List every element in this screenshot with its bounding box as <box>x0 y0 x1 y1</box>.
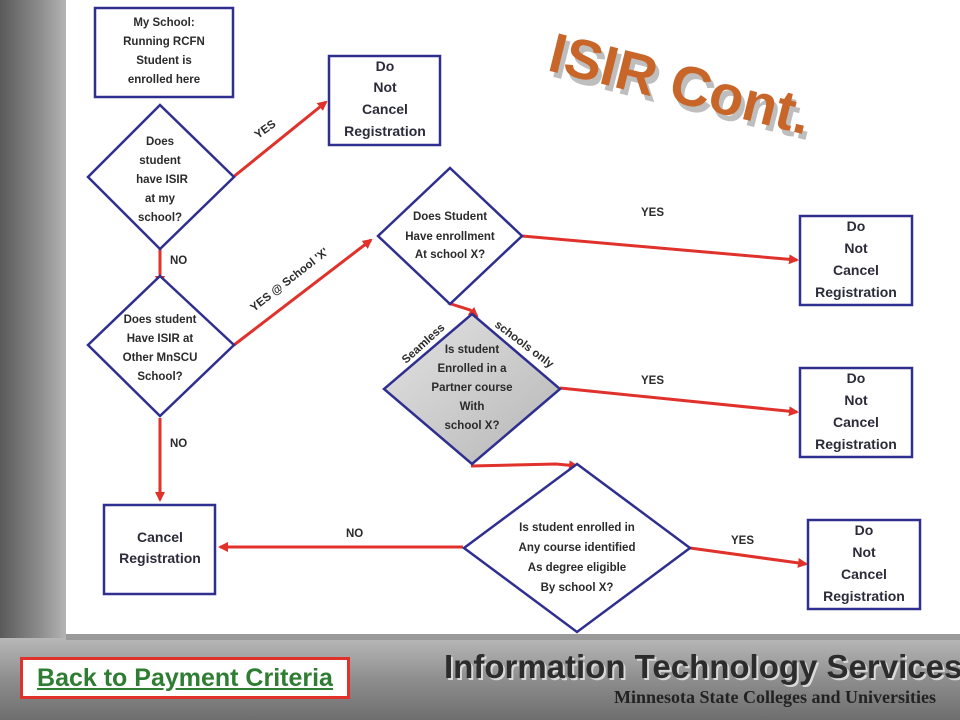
node-start-line2: Running RCFN <box>123 36 205 48</box>
arrow-q3-no <box>447 301 479 318</box>
arrow-q4-yes <box>559 386 799 417</box>
node-start-line4: enrolled here <box>128 74 200 86</box>
arrow-q3-yes <box>521 234 799 265</box>
node-q2-decision: Does student Have ISIR at Other MnSCU Sc… <box>86 274 236 418</box>
node-dnc3-line2: Not <box>844 392 868 408</box>
node-cancel-registration: Cancel Registration <box>102 503 217 596</box>
node-q4-line4: With <box>460 401 485 413</box>
node-q5-line4: By school X? <box>541 582 614 594</box>
node-q5-line1: Is student enrolled in <box>519 522 635 534</box>
node-q3-line1: Does Student <box>413 211 487 223</box>
arrow-q1-yes <box>231 100 328 180</box>
node-dnc2-line1: Do <box>847 218 866 234</box>
node-q3-line2: Have enrollment <box>405 231 495 243</box>
back-to-payment-criteria-link[interactable]: Back to Payment Criteria <box>20 657 350 699</box>
node-q1-decision: Does student have ISIR at my school? <box>86 103 236 251</box>
flow-arrows <box>155 100 808 568</box>
node-do-not-cancel-3: Do Not Cancel Registration <box>798 366 914 459</box>
node-dnc4-line3: Cancel <box>841 566 887 582</box>
node-q3-decision: Does Student Have enrollment At school X… <box>376 166 524 306</box>
node-q1-line1: Does <box>146 136 174 148</box>
node-q2-line1: Does student <box>124 314 197 326</box>
node-dnc4-line4: Registration <box>823 588 905 604</box>
node-q2-line3: Other MnSCU <box>123 352 198 364</box>
node-q3-line3: At school X? <box>415 249 485 261</box>
node-q1-line5: school? <box>138 212 182 224</box>
node-q2-line4: School? <box>137 371 182 383</box>
node-dnc4-line2: Not <box>852 544 876 560</box>
node-q4-partner-decision: Is student Enrolled in a Partner course … <box>382 312 562 466</box>
node-q1-line3: have ISIR <box>136 174 188 186</box>
node-dnc1-line4: Registration <box>344 123 426 139</box>
arrow-q2-yes <box>233 238 373 347</box>
node-cancel-line2: Registration <box>119 550 201 566</box>
label-q4-yes: YES <box>641 375 664 387</box>
node-dnc2-line3: Cancel <box>833 262 879 278</box>
node-q4-line5: school X? <box>445 420 500 432</box>
node-dnc3-line3: Cancel <box>833 414 879 430</box>
label-q1-no: NO <box>170 255 187 267</box>
node-q5-line3: As degree eligible <box>528 562 626 574</box>
node-cancel-line1: Cancel <box>137 529 183 545</box>
footer-divider <box>66 634 960 640</box>
node-q4-line3: Partner course <box>431 382 512 394</box>
arrow-q5-yes <box>689 546 808 568</box>
node-dnc3-line1: Do <box>847 370 866 386</box>
node-dnc2-line4: Registration <box>815 284 897 300</box>
node-start-line1: My School: <box>133 17 194 29</box>
node-do-not-cancel-2: Do Not Cancel Registration <box>798 214 914 307</box>
node-q2-line2: Have ISIR at <box>127 333 194 345</box>
node-start: My School: Running RCFN Student is enrol… <box>93 6 235 99</box>
node-dnc2-line2: Not <box>844 240 868 256</box>
label-q5-no: NO <box>346 528 363 540</box>
node-q5-line2: Any course identified <box>519 542 636 554</box>
arrow-q4-no <box>470 460 579 471</box>
footer-org-highlight: Information Technology Services <box>446 650 960 687</box>
node-q4-line1: Is student <box>445 344 499 356</box>
node-dnc3-line4: Registration <box>815 436 897 452</box>
node-q1-line2: student <box>139 155 181 167</box>
footer-system: Minnesota State Colleges and Universitie… <box>614 687 936 707</box>
node-q5-decision: Is student enrolled in Any course identi… <box>461 462 693 634</box>
node-dnc1-line3: Cancel <box>362 101 408 117</box>
node-q1-line4: at my <box>145 193 176 205</box>
node-dnc4-line1: Do <box>855 522 874 538</box>
node-do-not-cancel-1: Do Not Cancel Registration <box>327 54 442 147</box>
left-bevel <box>0 0 66 650</box>
node-dnc1-line2: Not <box>373 79 397 95</box>
label-q3-yes: YES <box>641 207 664 219</box>
node-start-line3: Student is <box>136 55 192 67</box>
node-do-not-cancel-4: Do Not Cancel Registration <box>806 518 922 611</box>
node-dnc1-line1: Do <box>376 58 395 74</box>
label-q2-no: NO <box>170 438 187 450</box>
footer-org: Information Technology Services <box>444 648 960 685</box>
node-q4-line2: Enrolled in a <box>437 363 507 375</box>
label-q5-yes: YES <box>731 535 754 547</box>
